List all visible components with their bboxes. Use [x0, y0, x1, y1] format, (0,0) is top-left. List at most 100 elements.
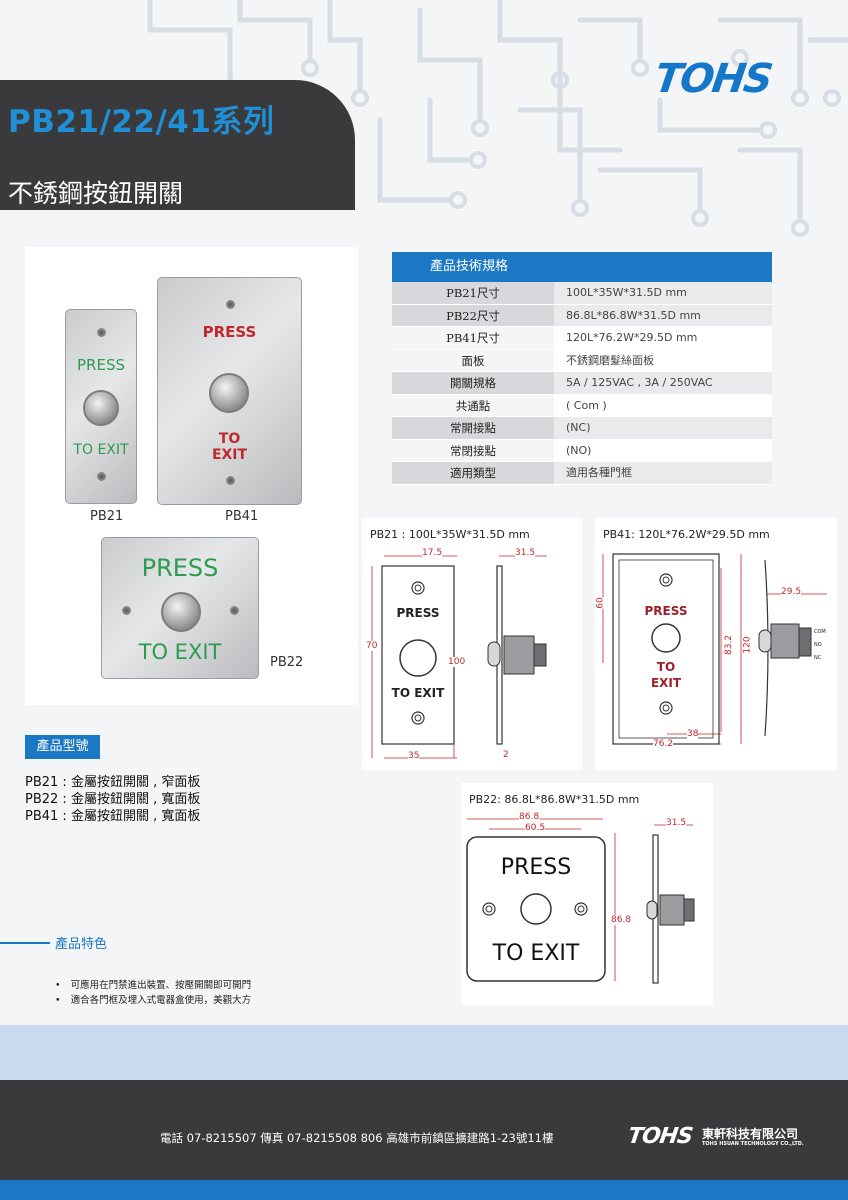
screw-icon — [122, 606, 131, 615]
pb41-dim-76-2: 76.2 — [653, 739, 674, 749]
spec-row: 共通點( Com ) — [392, 394, 772, 417]
pb21-dim-35: 35 — [408, 751, 420, 761]
spec-table-heading: 產品技術規格 — [392, 252, 772, 282]
pb21-dim-17-5: 17.5 — [422, 548, 443, 558]
pb22-dim-60-5: 60.5 — [525, 823, 546, 833]
screw-icon — [97, 472, 106, 481]
series-title: PB21/22/41系列 — [8, 104, 275, 140]
product-subtitle: 不銹鋼按鈕開關 — [8, 179, 184, 208]
pb21-exit-text: TO EXIT — [391, 686, 445, 700]
pb41-diagram-title: PB41: 120L*76.2W*29.5D mm — [603, 528, 770, 541]
models-list: PB21 : 金屬按鈕開關 , 窄面板 PB22 : 金屬按鈕開關 , 寬面板 … — [25, 774, 200, 825]
pb21-diagram: PB21 : 100L*35W*31.5D mm 17.5 31.5 70 10… — [362, 518, 582, 770]
pb41-to-label: TO — [218, 431, 241, 447]
pb41-dim-83-2: 83.2 — [724, 634, 735, 656]
footer-company-name: 東軒科技有限公司 — [702, 1127, 799, 1141]
pb21-drawing — [371, 555, 547, 759]
pb41-dim-60: 60 — [595, 597, 606, 609]
screw-icon — [230, 606, 239, 615]
spec-label: 適用類型 — [392, 462, 554, 484]
pb22-caption: PB22 — [270, 655, 304, 670]
brand-logo: TOHS — [651, 56, 774, 102]
pb21-dim-31-5: 31.5 — [515, 548, 536, 558]
pb41-exit-label: EXIT — [211, 447, 248, 463]
spec-row: 面板不銹鋼磨髮絲面板 — [392, 349, 772, 372]
spec-row: 適用類型適用各種門框 — [392, 462, 772, 485]
pb22-press-label: PRESS — [141, 554, 219, 582]
spec-label: PB41尺寸 — [392, 327, 554, 349]
spec-label: 開關規格 — [392, 372, 554, 394]
pb22-exit-label: TO EXIT — [138, 640, 222, 664]
features-divider — [0, 942, 50, 944]
pb22-photo: PRESS TO EXIT — [101, 537, 259, 679]
push-button-icon — [161, 592, 201, 632]
circuit-background — [147, 0, 848, 237]
push-button-icon — [83, 390, 119, 426]
spec-value: 100L*35W*31.5D mm — [554, 282, 772, 304]
pb22-exit-text: TO EXIT — [492, 941, 580, 966]
pb21-diagram-title: PB21 : 100L*35W*31.5D mm — [370, 528, 530, 541]
spec-row: 常閉接點(NO) — [392, 439, 772, 462]
footer-band-blue — [0, 1180, 848, 1200]
feature-item: 可應用在門禁進出裝置、按壓開關即可開門 — [55, 978, 252, 993]
screw-icon — [226, 300, 235, 309]
pb21-dim-2: 2 — [503, 750, 509, 760]
spec-value: (NC) — [554, 417, 772, 439]
pb22-drawing — [466, 818, 695, 984]
pb41-diagram: PB41: 120L*76.2W*29.5D mm 60 29.5 — [595, 518, 837, 770]
screw-icon — [97, 328, 106, 337]
pb41-nc-label: NC — [814, 655, 822, 661]
model-item: PB22 : 金屬按鈕開關 , 寬面板 — [25, 792, 201, 807]
spec-label: 常開接點 — [392, 417, 554, 439]
pb21-press-label: PRESS — [77, 356, 125, 374]
pb22-diagram: PB22: 86.8L*86.8W*31.5D mm 86.8 60.5 31.… — [461, 783, 713, 1005]
pb21-dim-100: 100 — [448, 657, 466, 667]
pb41-com-label: COM — [814, 629, 826, 635]
pb21-exit-label: TO EXIT — [73, 442, 129, 458]
features-list: 可應用在門禁進出裝置、按壓開關即可開門 適合各門框及埋入式電器盒使用，美觀大方 — [55, 978, 252, 1008]
spec-value: 適用各種門框 — [554, 462, 772, 484]
product-photo-panel: PRESS TO EXIT PB21 PRESS TO EXIT PB41 PR… — [25, 247, 358, 705]
push-button-icon — [209, 373, 249, 413]
footer-company-name-en: TOHS HSUAN TECHNOLOGY CO.,LTD. — [702, 1141, 804, 1147]
spec-label: 面板 — [392, 349, 554, 371]
pb41-exit-text: EXIT — [650, 676, 682, 690]
pb21-press-text: PRESS — [396, 606, 440, 620]
pb21-outline — [381, 565, 455, 745]
pb22-dim-86-8-side: 86.8 — [611, 915, 632, 925]
pb41-press-label: PRESS — [202, 323, 257, 341]
pb21-caption: PB21 — [90, 509, 124, 524]
pb22-dim-86-8-top: 86.8 — [519, 812, 540, 822]
footer-band-light — [0, 1025, 848, 1085]
spec-value: 120L*76.2W*29.5D mm — [554, 327, 772, 349]
pb41-press-text: PRESS — [644, 604, 688, 618]
pb21-dim-70: 70 — [366, 641, 378, 651]
feature-item: 適合各門框及埋入式電器盒使用，美觀大方 — [55, 993, 252, 1008]
pb41-to-text: TO — [656, 660, 676, 674]
pb41-photo: PRESS TO EXIT — [157, 277, 302, 505]
spec-label: 常閉接點 — [392, 439, 554, 461]
spec-value: (NO) — [554, 439, 772, 461]
screw-icon — [226, 476, 235, 485]
pb41-dim-120: 120 — [742, 636, 753, 654]
pb22-dim-31-5: 31.5 — [666, 818, 687, 828]
pb22-press-text: PRESS — [500, 855, 572, 880]
pb22-outline — [466, 836, 606, 982]
spec-row: 常開接點(NC) — [392, 417, 772, 440]
pb41-dim-29-5: 29.5 — [781, 587, 802, 597]
spec-value: 86.8L*86.8W*31.5D mm — [554, 304, 772, 326]
features-heading: 產品特色 — [55, 937, 108, 952]
pb41-no-label: NO — [814, 642, 822, 648]
model-item: PB21 : 金屬按鈕開關 , 窄面板 — [25, 775, 201, 790]
model-item: PB41 : 金屬按鈕開關 , 寬面板 — [25, 809, 201, 824]
spec-label: PB22尺寸 — [392, 304, 554, 326]
models-heading: 產品型號 — [25, 735, 100, 759]
header-block — [0, 80, 355, 210]
pb41-drawing — [602, 553, 827, 745]
